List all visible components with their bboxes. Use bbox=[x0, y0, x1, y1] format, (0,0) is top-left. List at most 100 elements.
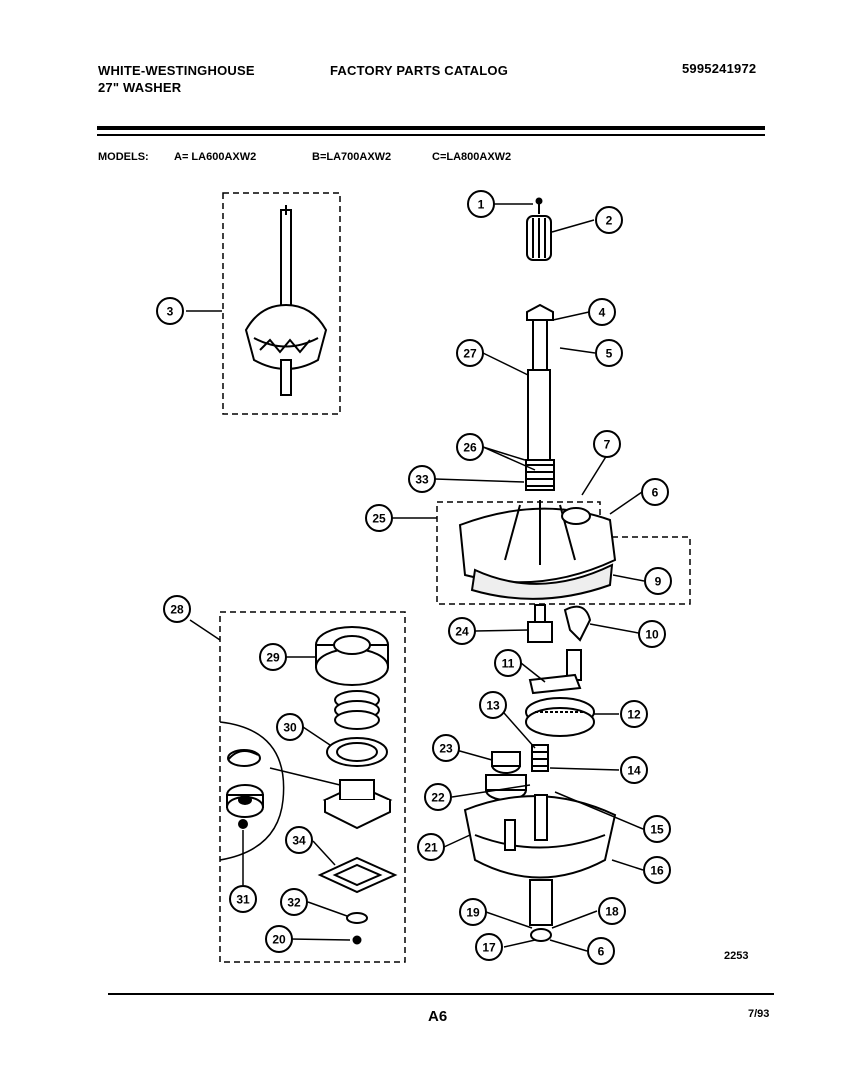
callout-23: 23 bbox=[432, 734, 460, 762]
nut-part-2 bbox=[526, 215, 552, 261]
model-b: B=LA700AXW2 bbox=[312, 151, 392, 163]
callout-19: 19 bbox=[459, 898, 487, 926]
callout-12: 12 bbox=[620, 700, 648, 728]
callout-label: 12 bbox=[627, 708, 641, 722]
callout-label: 19 bbox=[466, 906, 480, 920]
callout-16: 16 bbox=[643, 856, 671, 884]
callout-label: 15 bbox=[650, 823, 664, 837]
main-shaft bbox=[525, 303, 555, 491]
figure-code: 2253 bbox=[724, 950, 749, 962]
spring-part-13 bbox=[531, 744, 549, 772]
callout-label: 14 bbox=[627, 764, 641, 778]
callout-5: 5 bbox=[595, 339, 623, 367]
callout-31: 31 bbox=[229, 885, 257, 913]
callout-label: 34 bbox=[292, 834, 306, 848]
callout-label: 26 bbox=[463, 441, 477, 455]
callout-label: 30 bbox=[283, 721, 297, 735]
callout-label: 24 bbox=[455, 625, 469, 639]
callout-26: 26 bbox=[456, 433, 484, 461]
inset-box-agitator-shaft bbox=[222, 192, 341, 415]
callout-28: 28 bbox=[163, 595, 191, 623]
callout-label: 27 bbox=[463, 347, 477, 361]
brand-title: WHITE-WESTINGHOUSE bbox=[98, 63, 255, 78]
product-title: 27" WASHER bbox=[98, 80, 182, 95]
callout-label: 29 bbox=[266, 651, 280, 665]
inset-box-gearcase-cover bbox=[436, 501, 691, 605]
callout-11: 11 bbox=[494, 649, 522, 677]
callout-label: 32 bbox=[287, 896, 301, 910]
callout-30: 30 bbox=[276, 713, 304, 741]
callout-20: 20 bbox=[265, 925, 293, 953]
callout-14: 14 bbox=[620, 756, 648, 784]
callout-label: 25 bbox=[372, 512, 386, 526]
shifter-part-10 bbox=[563, 605, 592, 642]
gearcase-cover-part bbox=[458, 500, 617, 600]
callout-label: 28 bbox=[170, 603, 184, 617]
square-gasket-part-34 bbox=[317, 856, 398, 894]
agitator-shaft-part bbox=[244, 205, 328, 396]
models-label: MODELS: bbox=[98, 151, 149, 163]
callout-2: 2 bbox=[595, 206, 623, 234]
callout-9: 9 bbox=[644, 567, 672, 595]
callout-24: 24 bbox=[448, 617, 476, 645]
callout-label: 13 bbox=[486, 699, 500, 713]
callout-label: 4 bbox=[599, 306, 606, 320]
leader-lines bbox=[186, 203, 645, 952]
callout-label: 20 bbox=[272, 933, 286, 947]
ring-bearing-parts bbox=[226, 749, 264, 829]
inset-box-seal-kit bbox=[219, 611, 406, 963]
gearcase-housing-part-16 bbox=[463, 794, 617, 942]
catalog-title: FACTORY PARTS CATALOG bbox=[330, 63, 509, 78]
callout-label: 23 bbox=[439, 742, 453, 756]
callout-label: 11 bbox=[502, 657, 515, 671]
model-a: A= LA600AXW2 bbox=[174, 151, 257, 163]
callout-label: 18 bbox=[605, 905, 619, 919]
callout-4: 4 bbox=[588, 298, 616, 326]
callout-label: 17 bbox=[482, 941, 496, 955]
callout-label: 3 bbox=[167, 305, 174, 319]
callout-7: 7 bbox=[593, 430, 621, 458]
screw-part-6-lower bbox=[352, 935, 362, 945]
callout-label: 6 bbox=[598, 945, 605, 959]
page-date: 7/93 bbox=[748, 1008, 770, 1020]
callout-17: 17 bbox=[475, 933, 503, 961]
pinion-gear-part-23 bbox=[485, 751, 527, 801]
callout-34: 34 bbox=[285, 826, 313, 854]
seal-part-29 bbox=[315, 626, 389, 686]
callout-25: 25 bbox=[365, 504, 393, 532]
callout-label: 5 bbox=[606, 347, 613, 361]
callout-33: 33 bbox=[408, 465, 436, 493]
drive-gear-part-12 bbox=[525, 697, 595, 737]
screw-part-1 bbox=[535, 197, 543, 214]
callout-6: 6 bbox=[587, 937, 615, 965]
callout-10: 10 bbox=[638, 620, 666, 648]
callout-label: 16 bbox=[650, 864, 664, 878]
callout-29: 29 bbox=[259, 643, 287, 671]
callout-label: 10 bbox=[645, 628, 659, 642]
callout-label: 31 bbox=[236, 893, 250, 907]
callout-label: 2 bbox=[606, 214, 613, 228]
spring-part bbox=[334, 690, 380, 730]
callout-1: 1 bbox=[467, 190, 495, 218]
callout-label: 7 bbox=[604, 438, 611, 452]
callout-6: 6 bbox=[641, 478, 669, 506]
callout-22: 22 bbox=[424, 783, 452, 811]
callout-label: 21 bbox=[424, 841, 438, 855]
callout-15: 15 bbox=[643, 815, 671, 843]
detail-pointer bbox=[269, 767, 341, 786]
callout-label: 33 bbox=[415, 473, 429, 487]
pinion-part-24 bbox=[527, 604, 553, 643]
bearing-block-part bbox=[322, 779, 393, 830]
callout-32: 32 bbox=[280, 888, 308, 916]
shift-arm-part-11 bbox=[528, 649, 582, 695]
page-number: A6 bbox=[428, 1008, 448, 1025]
callout-13: 13 bbox=[479, 691, 507, 719]
callout-label: 9 bbox=[655, 575, 662, 589]
washer-part-32 bbox=[346, 912, 368, 924]
model-c: C=LA800AXW2 bbox=[432, 151, 512, 163]
callout-21: 21 bbox=[417, 833, 445, 861]
callout-label: 1 bbox=[478, 198, 485, 212]
callout-3: 3 bbox=[156, 297, 184, 325]
